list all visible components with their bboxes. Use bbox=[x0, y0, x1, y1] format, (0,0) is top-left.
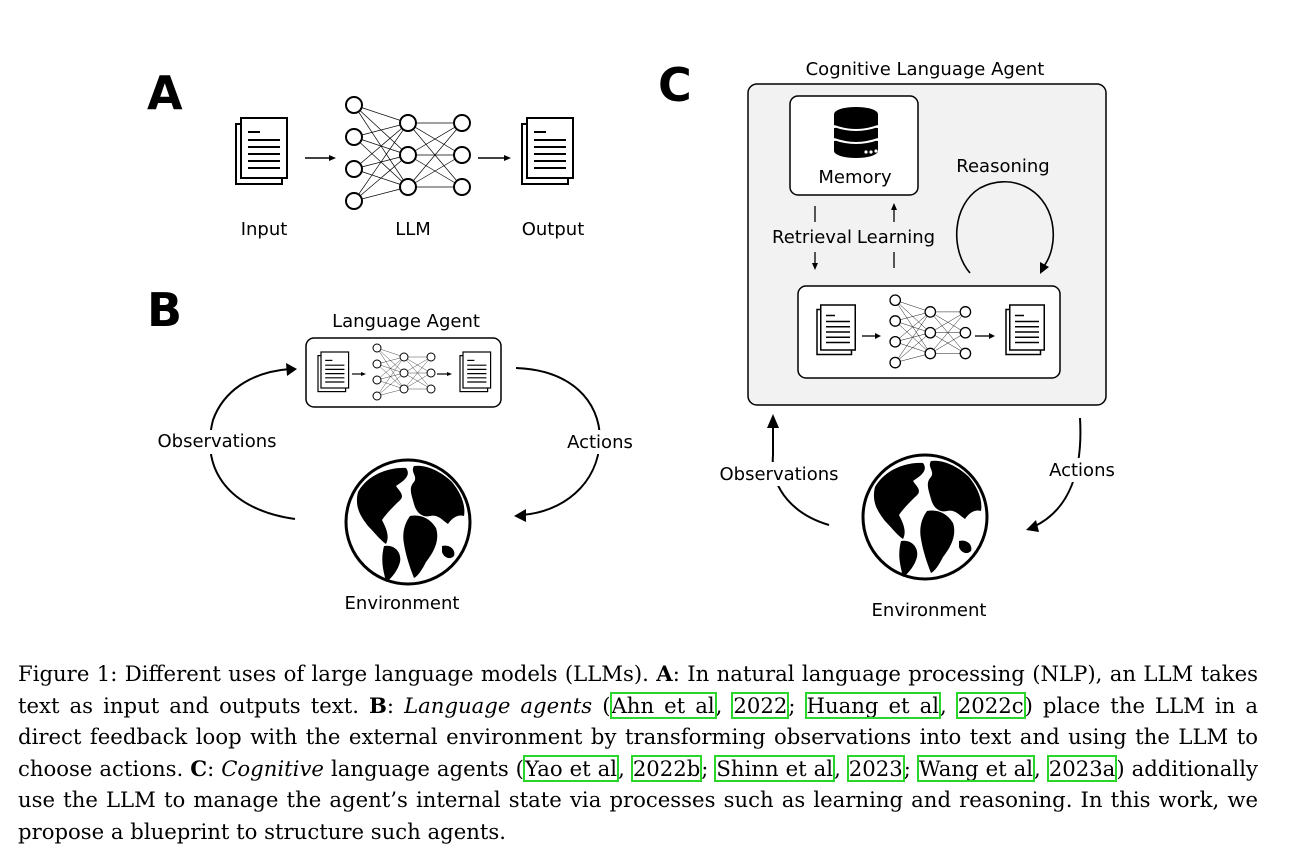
caption-text: ; bbox=[701, 755, 716, 781]
caption-text: ( bbox=[592, 692, 611, 718]
caption-text: , bbox=[715, 692, 733, 718]
database-icon bbox=[833, 107, 879, 158]
caption-text: ; bbox=[903, 755, 918, 781]
caption-bold-b: B bbox=[368, 692, 387, 718]
output-label: Output bbox=[522, 219, 585, 240]
cognitive-output-document-icon bbox=[1005, 304, 1045, 356]
citation-link-huang-year[interactable]: 2022c bbox=[955, 691, 1026, 719]
retrieval-label: Retrieval bbox=[772, 227, 852, 248]
caption-text: ; bbox=[788, 692, 806, 718]
observations-arrow-c bbox=[771, 424, 830, 526]
output-document-icon bbox=[521, 117, 574, 185]
citation-link-huang-author[interactable]: Huang et al bbox=[804, 691, 942, 719]
citation-link-ahn-author[interactable]: Ahn et al bbox=[609, 691, 717, 719]
caption-text: language agents ( bbox=[323, 755, 524, 781]
environment-globe-icon-b bbox=[344, 458, 472, 586]
language-agent-title: Language Agent bbox=[332, 311, 480, 332]
llm-network-icon bbox=[345, 96, 471, 210]
figure-number: Figure 1: bbox=[18, 661, 118, 686]
caption-bold-c: C bbox=[190, 755, 208, 781]
citation-link-yao-year[interactable]: 2022b bbox=[630, 754, 703, 782]
caption-text: , bbox=[940, 692, 957, 718]
caption-bold-a: A bbox=[656, 661, 673, 686]
caption-text: : In natural language processing (NLP), … bbox=[18, 661, 1258, 718]
citation-link-wang-year[interactable]: 2023a bbox=[1046, 754, 1118, 782]
environment-label-b: Environment bbox=[345, 593, 460, 614]
figure-diagram: A Input LLM Output B Language Agent Obse… bbox=[147, 58, 1115, 621]
input-document-icon bbox=[235, 117, 288, 185]
actions-arrow-c bbox=[1032, 417, 1082, 528]
environment-label-c: Environment bbox=[872, 600, 987, 621]
reasoning-loop-arrow bbox=[955, 180, 1055, 274]
memory-label: Memory bbox=[818, 167, 892, 188]
caption-text: : bbox=[386, 692, 405, 718]
citation-link-shinn-author[interactable]: Shinn et al bbox=[714, 754, 836, 782]
agent-output-document-icon bbox=[459, 351, 492, 393]
observations-label-c: Observations bbox=[720, 464, 839, 485]
observations-label-b: Observations bbox=[158, 431, 277, 452]
panel-c-letter: C bbox=[658, 58, 692, 112]
caption-text: ) additionally use the LLM to manage the… bbox=[18, 755, 1258, 844]
caption-text: Different uses of large language models … bbox=[117, 661, 657, 686]
citation-link-wang-author[interactable]: Wang et al bbox=[916, 754, 1036, 782]
citation-link-shinn-year[interactable]: 2023 bbox=[846, 754, 905, 782]
input-label: Input bbox=[241, 219, 288, 240]
caption-text: , bbox=[834, 755, 848, 781]
figure-caption: Figure 1: Different uses of large langua… bbox=[18, 658, 1258, 848]
actions-label-b: Actions bbox=[567, 432, 633, 453]
llm-label: LLM bbox=[395, 219, 431, 240]
caption-italic-language-agents: Language agents bbox=[404, 692, 593, 718]
caption-italic-cognitive: Cognitive bbox=[221, 755, 324, 781]
environment-globe-icon-c bbox=[861, 453, 989, 581]
agent-input-document-icon bbox=[317, 351, 350, 393]
citation-link-yao-author[interactable]: Yao et al bbox=[522, 754, 620, 782]
reasoning-label: Reasoning bbox=[956, 156, 1049, 177]
learning-label: Learning bbox=[857, 227, 935, 248]
citation-link-ahn-year[interactable]: 2022 bbox=[731, 691, 790, 719]
actions-label-c: Actions bbox=[1049, 460, 1115, 481]
panel-b-letter: B bbox=[147, 283, 182, 337]
cognitive-agent-title: Cognitive Language Agent bbox=[806, 59, 1045, 80]
caption-text: ) place the LLM in a direct feedback loo… bbox=[18, 692, 1258, 781]
caption-text: , bbox=[1034, 755, 1048, 781]
cognitive-input-document-icon bbox=[816, 304, 856, 356]
panel-a-letter: A bbox=[147, 66, 183, 120]
observations-arrow bbox=[209, 368, 296, 520]
caption-text: : bbox=[207, 755, 222, 781]
caption-text: , bbox=[618, 755, 632, 781]
